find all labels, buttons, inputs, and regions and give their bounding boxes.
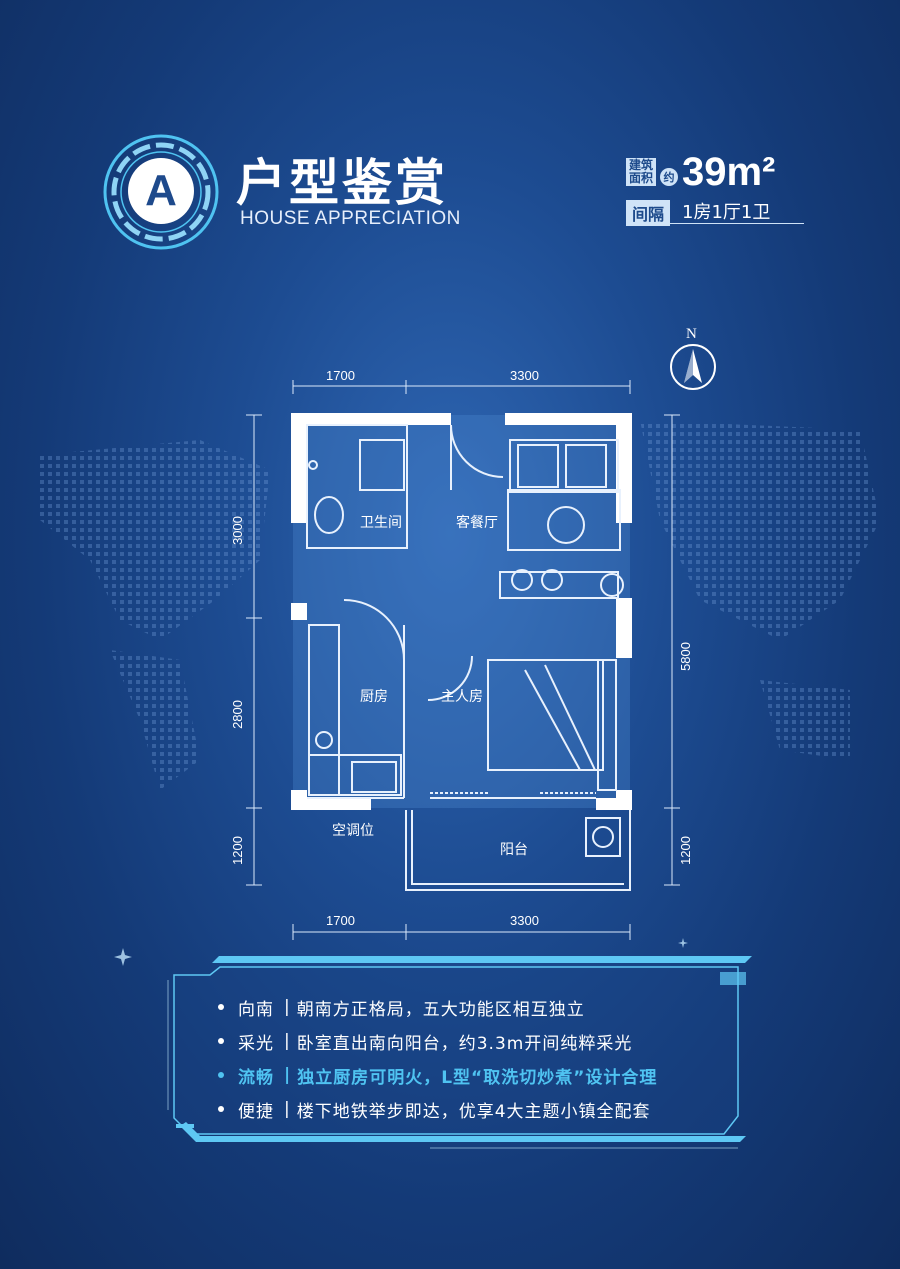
- room-label-living-dining: 客餐厅: [456, 515, 498, 531]
- feature-separator: |: [284, 1031, 291, 1051]
- room-label-ac-position: 空调位: [332, 823, 374, 839]
- dim-bottom-left: 1700: [326, 913, 355, 928]
- bullet-icon: [218, 1106, 224, 1112]
- area-approx-badge: 约: [660, 168, 678, 186]
- feature-text: 卧室直出南向阳台，约3.3m开间纯粹采光: [296, 1033, 633, 1054]
- feature-key: 采光: [238, 1033, 274, 1054]
- bullet-icon: [218, 1004, 224, 1010]
- room-label-master-bedroom: 主人房: [441, 689, 483, 705]
- feature-text: 朝南方正格局，五大功能区相互独立: [296, 999, 585, 1020]
- feature-key: 便捷: [238, 1101, 274, 1122]
- feature-key: 流畅: [238, 1067, 274, 1088]
- page-subtitle: HOUSE APPRECIATION: [240, 208, 461, 229]
- feature-text: 楼下地铁举步即达，优享4大主题小镇全配套: [296, 1101, 651, 1122]
- feature-row: 采光 | 卧室直出南向阳台，约3.3m开间纯粹采光: [218, 1024, 738, 1058]
- page-title: 户型鉴赏: [236, 154, 448, 212]
- room-label-kitchen: 厨房: [360, 689, 388, 705]
- badge-letter: A: [128, 158, 194, 224]
- feature-row-highlight: 流畅 | 独立厨房可明火，L型“取洗切炒煮”设计合理: [218, 1058, 738, 1092]
- area-value: 39m²: [682, 150, 776, 194]
- room-label-balcony: 阳台: [500, 842, 528, 858]
- north-arrow-icon: [670, 344, 716, 390]
- dim-top-right: 3300: [510, 368, 539, 383]
- feature-key: 向南: [238, 999, 274, 1020]
- layout-label: 间隔: [626, 200, 671, 226]
- bullet-icon: [218, 1072, 224, 1078]
- bullet-icon: [218, 1038, 224, 1044]
- badge-ring-icon: [103, 134, 219, 250]
- feature-list: 向南 | 朝南方正格局，五大功能区相互独立 采光 | 卧室直出南向阳台，约3.3…: [218, 990, 738, 1126]
- room-label-bathroom: 卫生间: [360, 515, 402, 531]
- feature-row: 便捷 | 楼下地铁举步即达，优享4大主题小镇全配套: [218, 1092, 738, 1126]
- dim-top-left: 1700: [326, 368, 355, 383]
- feature-separator: |: [284, 1099, 291, 1119]
- feature-text: 独立厨房可明火，L型“取洗切炒煮”设计合理: [297, 1067, 658, 1088]
- layout-underline: [626, 223, 804, 224]
- area-label: 建筑面积: [626, 158, 656, 186]
- feature-separator: |: [284, 997, 291, 1017]
- feature-separator: |: [284, 1065, 292, 1085]
- feature-row: 向南 | 朝南方正格局，五大功能区相互独立: [218, 990, 738, 1024]
- north-label: N: [686, 326, 697, 342]
- dim-bottom-right: 3300: [510, 913, 539, 928]
- layout-value: 1房1厅1卫: [682, 202, 771, 223]
